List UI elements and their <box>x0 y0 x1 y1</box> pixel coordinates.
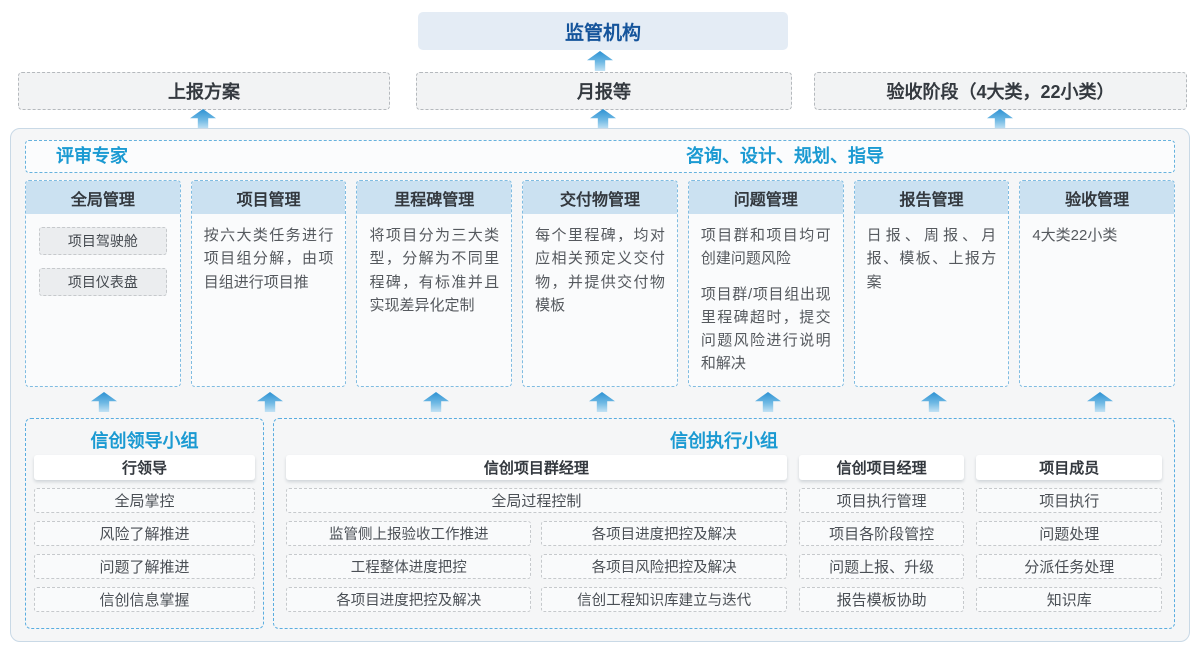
list-item: 风险了解推进 <box>34 521 255 546</box>
role-header-project-member: 项目成员 <box>976 455 1162 480</box>
output-box-monthly-report: 月报等 <box>416 72 792 110</box>
leadership-group: 信创领导小组 行领导 全局掌控 风险了解推进 问题了解推进 信创信息掌握 <box>25 418 264 629</box>
column-description: 项目群/项目组出现里程碑超时，提交问题风险进行说明和解决 <box>700 285 831 373</box>
up-arrow-icon <box>755 392 781 412</box>
list-item: 各项目风险把控及解决 <box>541 554 787 579</box>
management-columns: 全局管理 项目驾驶舱 项目仪表盘 项目管理 按六大类任务进行项目组分解，由项目组… <box>25 180 1176 387</box>
up-arrow-icon <box>190 109 216 129</box>
execution-group: 信创执行小组 信创项目群经理 全局过程控制 监管侧上报验收工作推进 各项目进度把… <box>273 418 1175 629</box>
column-title: 里程碑管理 <box>357 181 512 214</box>
up-arrow-icon <box>587 51 613 71</box>
column-description: 项目群和项目均可创建问题风险 <box>700 227 831 268</box>
up-arrow-icon <box>257 392 283 412</box>
column-description: 将项目分为三大类型，分解为不同里程碑，有标准并且实现差异化定制 <box>369 227 500 314</box>
column-acceptance-management: 验收管理 4大类22小类 <box>1019 180 1176 387</box>
up-arrow-icon <box>590 109 616 129</box>
column-deliverable-management: 交付物管理 每个里程碑，均对应相关预定义交付物，并提供交付物模板 <box>522 180 678 387</box>
column-title: 问题管理 <box>688 181 843 214</box>
column-project-management: 项目管理 按六大类任务进行项目组分解，由项目组进行项目推 <box>190 180 347 387</box>
platform-container: 评审专家 咨询、设计、规划、指导 全局管理 项目驾驶舱 项目仪表盘 项目管理 按… <box>10 128 1190 642</box>
list-item: 各项目进度把控及解决 <box>286 587 532 612</box>
project-manager-section: 信创项目经理 项目执行管理 项目各阶段管控 问题上报、升级 报告模板协助 <box>798 455 965 612</box>
column-global-management: 全局管理 项目驾驶舱 项目仪表盘 <box>25 180 181 387</box>
consulting-design-label: 咨询、设计、规划、指导 <box>686 146 884 166</box>
review-experts-label: 评审专家 <box>56 146 128 166</box>
execution-roles-row: 信创项目群经理 全局过程控制 监管侧上报验收工作推进 各项目进度把控及解决 工程… <box>286 455 1162 612</box>
up-arrow-icon <box>423 392 449 412</box>
list-item: 信创工程知识库建立与迭代 <box>541 587 787 612</box>
up-arrow-icon <box>921 392 947 412</box>
up-arrow-icon <box>589 392 615 412</box>
leadership-group-title: 信创领导小组 <box>90 430 199 451</box>
list-item: 项目执行管理 <box>798 488 965 513</box>
output-box-report-plan: 上报方案 <box>18 72 390 110</box>
program-manager-section: 信创项目群经理 全局过程控制 监管侧上报验收工作推进 各项目进度把控及解决 工程… <box>286 455 787 612</box>
column-description: 日报、周报、月报、模板、上报方案 <box>866 227 997 291</box>
list-item: 监管侧上报验收工作推进 <box>286 521 532 546</box>
list-item: 各项目进度把控及解决 <box>541 521 787 546</box>
role-header-project-manager: 信创项目经理 <box>798 455 965 480</box>
column-title: 全局管理 <box>26 181 180 214</box>
column-issue-management: 问题管理 项目群和项目均可创建问题风险项目群/项目组出现里程碑超时，提交问题风险… <box>687 180 844 387</box>
execution-group-title: 信创执行小组 <box>670 430 778 451</box>
list-item: 问题了解推进 <box>34 554 255 579</box>
experts-band: 评审专家 咨询、设计、规划、指导 <box>25 140 1175 173</box>
list-item: 分派任务处理 <box>976 554 1162 579</box>
list-item: 全局掌控 <box>34 488 255 513</box>
column-report-management: 报告管理 日报、周报、月报、模板、上报方案 <box>853 180 1010 387</box>
list-item: 项目驾驶舱 <box>39 227 167 255</box>
column-milestone-management: 里程碑管理 将项目分为三大类型，分解为不同里程碑，有标准并且实现差异化定制 <box>356 180 513 387</box>
column-description: 4大类22小类 <box>1032 227 1118 244</box>
list-item: 项目执行 <box>976 488 1162 513</box>
regulator-box: 监管机构 <box>418 12 788 50</box>
list-item: 信创信息掌握 <box>34 587 255 612</box>
bottom-groups: 信创领导小组 行领导 全局掌控 风险了解推进 问题了解推进 信创信息掌握 信创执… <box>25 418 1175 629</box>
output-box-acceptance-stage: 验收阶段（4大类，22小类） <box>814 72 1187 110</box>
column-description: 按六大类任务进行项目组分解，由项目组进行项目推 <box>203 227 334 291</box>
list-item: 知识库 <box>976 587 1162 612</box>
project-member-section: 项目成员 项目执行 问题处理 分派任务处理 知识库 <box>976 455 1162 612</box>
list-item: 工程整体进度把控 <box>286 554 532 579</box>
column-title: 验收管理 <box>1020 181 1175 214</box>
list-item: 问题上报、升级 <box>798 554 965 579</box>
list-item: 全局过程控制 <box>286 488 787 513</box>
up-arrow-icon <box>1087 392 1113 412</box>
list-item: 问题处理 <box>976 521 1162 546</box>
column-title: 交付物管理 <box>523 181 677 214</box>
list-item: 项目仪表盘 <box>39 268 167 296</box>
list-item: 报告模板协助 <box>798 587 965 612</box>
list-item: 项目各阶段管控 <box>798 521 965 546</box>
up-arrow-icon <box>91 392 117 412</box>
role-header-bank-leader: 行领导 <box>34 455 255 480</box>
column-description: 每个里程碑，均对应相关预定义交付物，并提供交付物模板 <box>535 227 665 314</box>
role-header-program-manager: 信创项目群经理 <box>286 455 787 480</box>
column-title: 项目管理 <box>191 181 346 214</box>
column-title: 报告管理 <box>854 181 1009 214</box>
up-arrow-icon <box>987 109 1013 129</box>
